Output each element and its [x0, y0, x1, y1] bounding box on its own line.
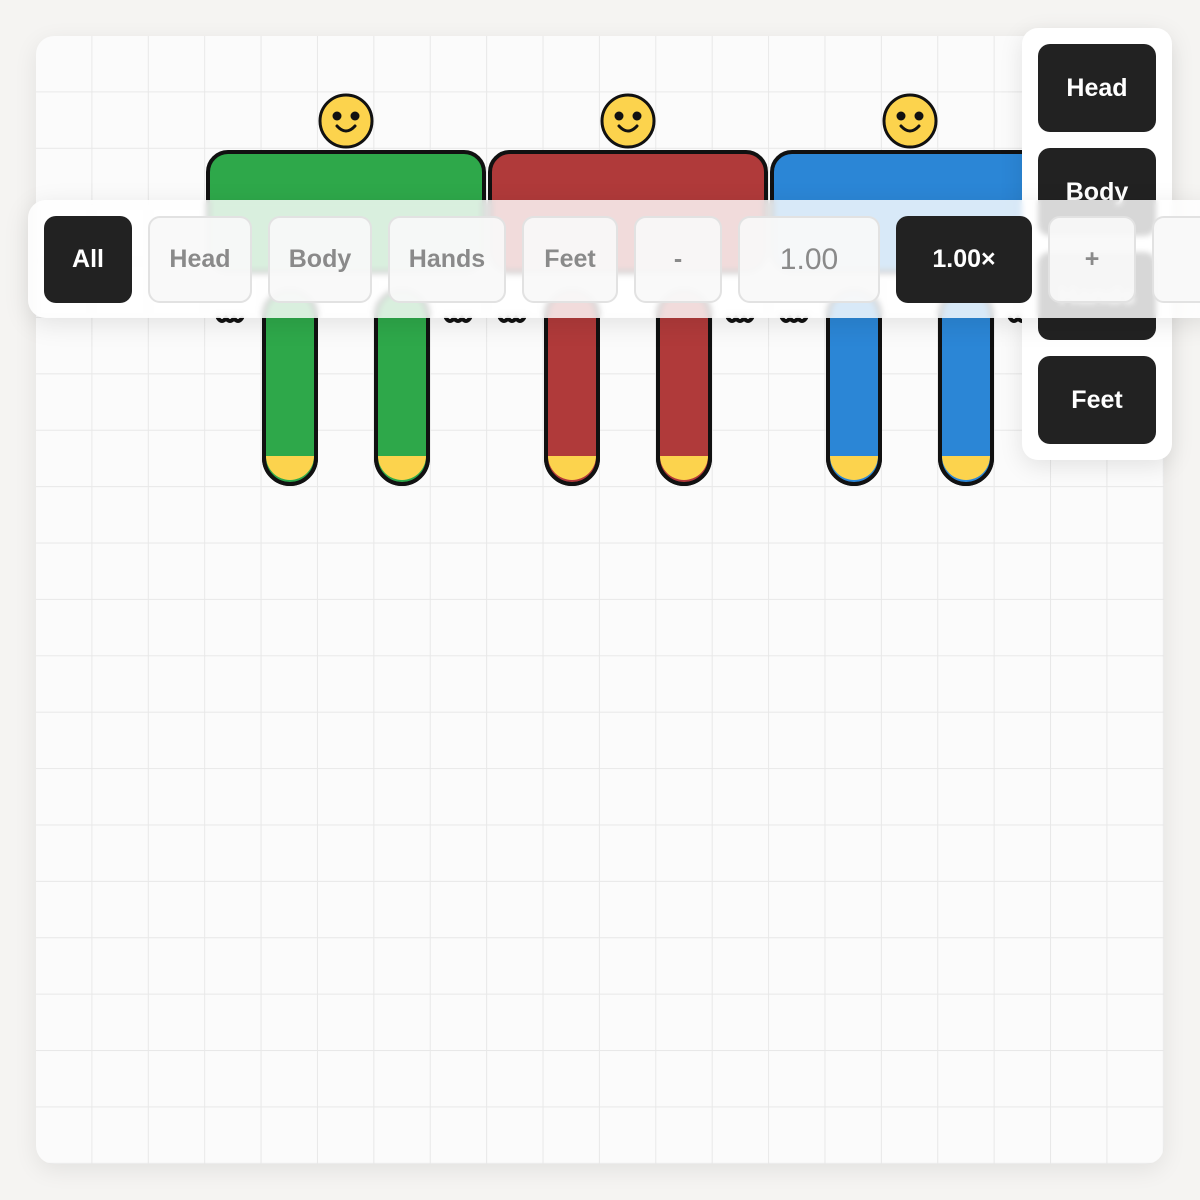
- left-foot: [548, 456, 596, 480]
- right-eye: [914, 111, 924, 121]
- smile: [899, 124, 921, 133]
- toolbar-overflow-button[interactable]: P: [1152, 216, 1200, 303]
- side-panel: Head Body Hands Feet: [1022, 28, 1172, 460]
- side-head-button[interactable]: Head: [1038, 44, 1156, 132]
- right-hand: [726, 314, 754, 323]
- filter-head-button[interactable]: Head: [148, 216, 252, 303]
- scale-badge: 1.00×: [896, 216, 1032, 303]
- head-circle: [882, 93, 938, 149]
- left-hand: [498, 314, 526, 323]
- right-leg: [938, 288, 994, 486]
- smile: [335, 124, 357, 133]
- filter-feet-button[interactable]: Feet: [522, 216, 618, 303]
- filter-all-button[interactable]: All: [44, 216, 132, 303]
- filter-body-button[interactable]: Body: [268, 216, 372, 303]
- left-eye: [332, 111, 342, 121]
- head-circle: [600, 93, 656, 149]
- right-eye: [632, 111, 642, 121]
- smile: [617, 124, 639, 133]
- right-leg: [374, 288, 430, 486]
- right-hand: [444, 314, 472, 323]
- left-eye: [896, 111, 906, 121]
- scale-increment-button[interactable]: +: [1048, 216, 1136, 303]
- left-hand: [216, 314, 244, 323]
- right-foot: [942, 456, 990, 480]
- scale-value-input[interactable]: 1.00: [738, 216, 880, 303]
- left-foot: [830, 456, 878, 480]
- head-circle: [318, 93, 374, 149]
- scale-decrement-button[interactable]: -: [634, 216, 722, 303]
- left-foot: [266, 456, 314, 480]
- left-leg: [262, 288, 318, 486]
- filter-hands-button[interactable]: Hands: [388, 216, 506, 303]
- left-eye: [614, 111, 624, 121]
- left-leg: [826, 288, 882, 486]
- left-hand: [780, 314, 808, 323]
- left-leg: [544, 288, 600, 486]
- side-feet-button[interactable]: Feet: [1038, 356, 1156, 444]
- right-eye: [350, 111, 360, 121]
- right-leg: [656, 288, 712, 486]
- right-foot: [378, 456, 426, 480]
- right-foot: [660, 456, 708, 480]
- toolbar: All Head Body Hands Feet - 1.00 1.00× + …: [28, 200, 1200, 318]
